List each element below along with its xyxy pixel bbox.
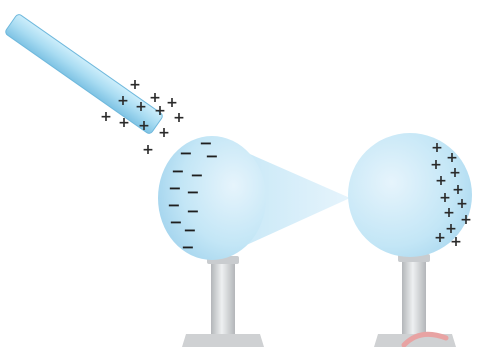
rod-positive-charge-1: + — [129, 77, 141, 93]
right-positive-charge-10: + — [460, 212, 472, 228]
right-stand — [374, 254, 456, 347]
left-negative-charge-3: − — [205, 147, 218, 166]
left-negative-charge-10: − — [169, 213, 182, 232]
left-negative-charge-2: − — [179, 144, 192, 163]
rod-positive-charge-7: + — [173, 110, 185, 126]
right-positive-charge-7: + — [439, 190, 451, 206]
right-positive-charge-9: + — [443, 205, 455, 221]
right-stand-pole — [402, 256, 426, 334]
rod-positive-charge-10: + — [138, 118, 150, 134]
right-positive-charge-8: + — [456, 196, 468, 212]
rod-positive-charge-12: + — [142, 142, 154, 158]
rod-positive-charge-8: + — [100, 109, 112, 125]
left-negative-charge-7: − — [186, 183, 199, 202]
left-negative-charge-9: − — [186, 202, 199, 221]
right-positive-charge-4: + — [449, 165, 461, 181]
right-positive-charge-1: + — [431, 140, 443, 156]
right-positive-charge-5: + — [435, 173, 447, 189]
right-positive-charge-3: + — [430, 157, 442, 173]
left-stand-base — [182, 334, 264, 347]
right-positive-charge-13: + — [450, 234, 462, 250]
rod-positive-charge-5: + — [135, 99, 147, 115]
rod-positive-charge-9: + — [118, 115, 130, 131]
left-stand — [182, 256, 264, 347]
rod-positive-charge-4: + — [117, 93, 129, 109]
rod-positive-charge-3: + — [166, 95, 178, 111]
rod-positive-charge-11: + — [158, 125, 170, 141]
left-negative-charge-12: − — [181, 238, 194, 257]
rod-positive-charge-6: + — [154, 103, 166, 119]
left-stand-pole — [211, 258, 235, 334]
rod-body — [4, 13, 164, 135]
right-positive-charge-12: + — [434, 230, 446, 246]
right-positive-charge-2: + — [446, 150, 458, 166]
charged-rod — [4, 13, 164, 135]
